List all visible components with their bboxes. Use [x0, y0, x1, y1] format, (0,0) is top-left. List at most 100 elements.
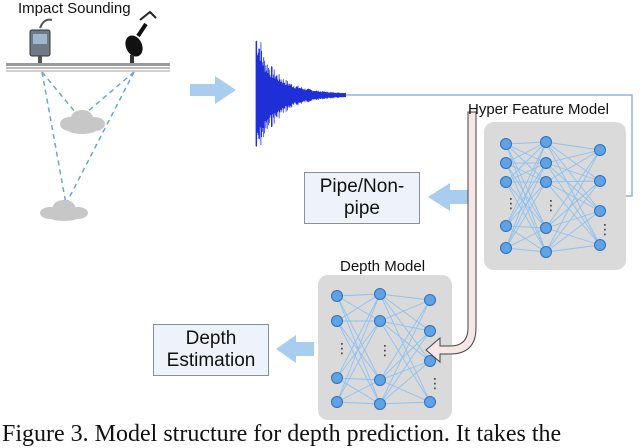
depth-net-edge: [379, 293, 431, 332]
depth-net-edge: [336, 320, 381, 405]
depth-net-edge: [336, 377, 381, 381]
hyper-net-edge: [505, 162, 547, 183]
ground-surface: [6, 63, 170, 72]
depth-net-edge: [336, 320, 381, 379]
hyper-net-edge: [505, 225, 547, 229]
pipe-output-line1: Pipe/Non-: [319, 176, 405, 197]
hyper-net-edge: [545, 180, 601, 229]
depth-net-edge: [336, 293, 381, 297]
hyper-net-node: [594, 175, 606, 187]
depth-net-edge: [379, 330, 431, 405]
hyper-net-edge: [505, 141, 547, 249]
depth-net-edge: [336, 293, 381, 403]
hyper-net-edge: [545, 244, 601, 253]
hyper-net-node: [500, 220, 512, 232]
depth-output-line1: Depth: [185, 328, 237, 349]
depth-net-node: [374, 315, 386, 327]
hyper-net-edge: [505, 143, 547, 253]
hyper-net-edge: [545, 180, 601, 183]
hyper-net-edge: [505, 227, 547, 249]
hyper-net-node: [540, 222, 552, 234]
acoustic-signal-waveform: [255, 40, 346, 147]
hyper-net-edge: [505, 141, 547, 227]
hyper-net-edge: [545, 181, 601, 246]
cloud-icon: [60, 110, 105, 134]
hyper-net-edge: [505, 162, 547, 249]
depth-net-ellipsis: ⋮: [335, 341, 349, 357]
pipe-classification-output: Pipe/Non- pipe: [304, 172, 420, 224]
hyper-net-edge: [545, 141, 601, 246]
waveform-trace: [255, 40, 346, 147]
depth-net-ellipsis: ⋮: [428, 376, 442, 392]
hyper-net-edge: [505, 141, 547, 145]
hyper-net-edge: [505, 143, 547, 229]
depth-network: ⋮⋮⋮: [318, 275, 452, 420]
hyper-net-edge: [545, 149, 601, 253]
depth-net-node: [424, 355, 436, 367]
hyper-feature-network: ⋮ ⋮ ⋮: [484, 122, 626, 270]
depth-net-edge: [336, 293, 381, 322]
depth-net-edge: [336, 293, 381, 379]
arrow-to-depth-output: [276, 335, 314, 363]
depth-net-edge: [379, 320, 431, 362]
hyper-net-node: [500, 157, 512, 169]
hyper-net-ellipsis: ⋮: [504, 196, 518, 212]
hyper-net-edge: [545, 180, 601, 253]
pipe-output-line2: pipe: [344, 198, 380, 219]
hyper-net-node: [540, 246, 552, 258]
depth-net-edge: [379, 330, 431, 381]
hyper-net-node: [500, 138, 512, 150]
arrow-to-signal: [190, 76, 236, 104]
hyper-net-edge: [545, 141, 601, 212]
feature-transfer-arrow: [425, 111, 477, 364]
depth-net-node: [424, 294, 436, 306]
depth-net-edge: [379, 299, 431, 381]
hyper-net-node: [540, 136, 552, 148]
depth-net-edge: [379, 360, 431, 381]
hyper-net-edge: [505, 247, 547, 253]
depth-net-node: [424, 325, 436, 337]
depth-net-edge: [379, 401, 431, 405]
depth-net-connections: [336, 293, 431, 405]
hyper-net-node: [594, 205, 606, 217]
hyper-net-edge: [545, 210, 601, 253]
hyper-net-edge: [545, 162, 601, 212]
hyper-net-edge: [545, 141, 601, 151]
depth-net-node: [331, 315, 343, 327]
depth-output-line2: Estimation: [166, 350, 256, 371]
hyper-net-ellipsis: ⋮: [544, 198, 558, 214]
depth-net-edge: [336, 379, 381, 403]
depth-model-label: Depth Model: [340, 258, 426, 275]
hyper-net-edge: [545, 149, 601, 229]
hyper-net-edge: [545, 210, 601, 229]
depth-net-edge: [379, 293, 431, 403]
cloud-icon: [40, 200, 88, 221]
hyper-net-edge: [545, 149, 601, 164]
depth-estimation-output: Depth Estimation: [153, 324, 269, 376]
hyper-net-ellipsis: ⋮: [598, 222, 612, 238]
depth-net-node: [331, 290, 343, 302]
depth-net-edge: [379, 320, 431, 332]
hyper-net-edge: [505, 181, 547, 249]
hyper-net-edge: [505, 141, 547, 164]
depth-net-edge: [379, 299, 431, 322]
hyper-net-node: [540, 157, 552, 169]
depth-net-edge: [379, 293, 431, 301]
hyper-net-background: [484, 122, 626, 270]
depth-net-edge: [379, 379, 431, 403]
depth-net-edge: [336, 401, 381, 405]
depth-net-edge: [379, 360, 431, 405]
depth-net-edge: [336, 295, 381, 322]
hyper-net-edge: [545, 162, 601, 182]
depth-net-edge: [336, 320, 381, 381]
depth-net-node: [331, 372, 343, 384]
depth-net-edge: [379, 299, 431, 405]
hyper-net-node: [594, 144, 606, 156]
impact-sounding-label: Impact Sounding: [18, 0, 131, 17]
depth-net-edge: [336, 295, 381, 381]
depth-net-edge: [379, 293, 431, 362]
hyper-net-node: [540, 176, 552, 188]
hyper-net-node: [500, 242, 512, 254]
